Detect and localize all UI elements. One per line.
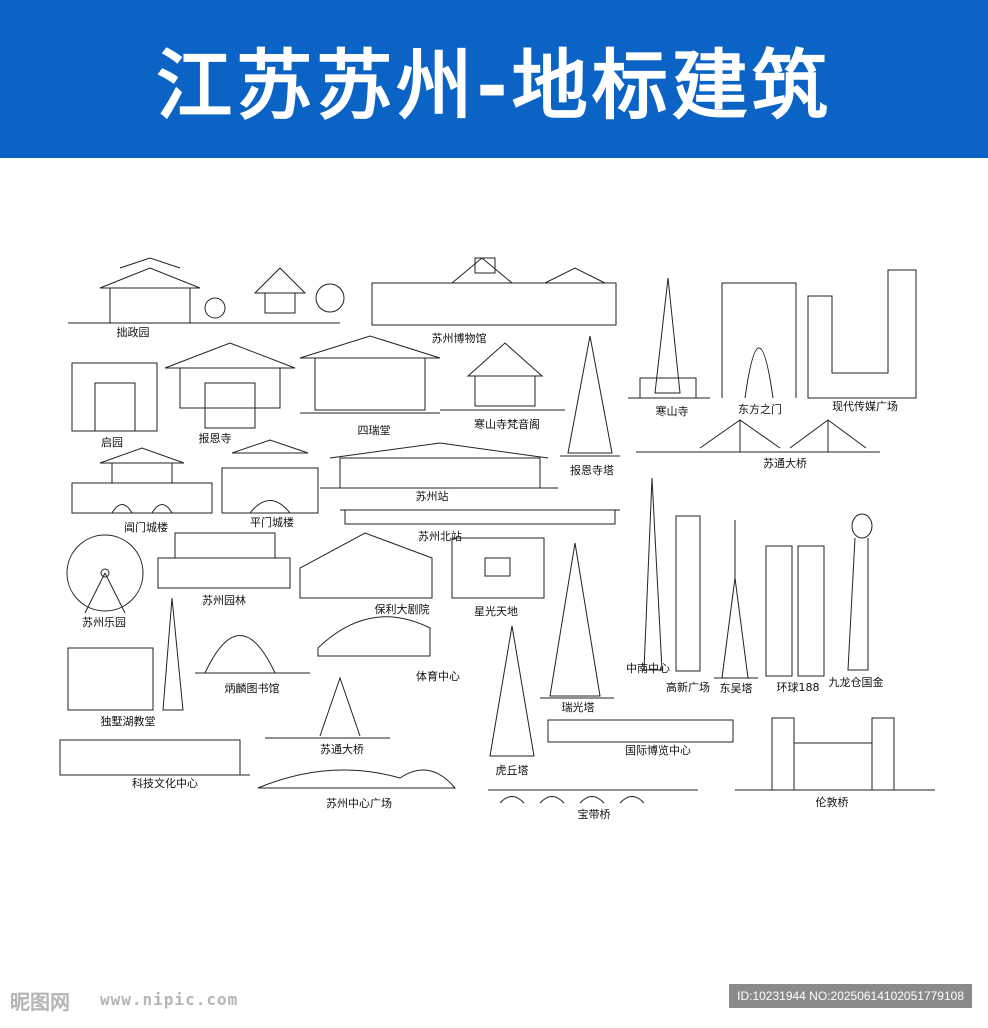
landmark-ifs-drawing xyxy=(847,513,873,671)
label-dongwu-tower: 东吴塔 xyxy=(719,682,753,695)
landmark-baodai-bridge-drawing xyxy=(488,789,698,804)
landmark-sports-center-drawing xyxy=(317,616,431,657)
landmark-suzhou-center-drawing xyxy=(257,769,457,789)
landmark-dushu-lake-church-drawing xyxy=(67,597,184,711)
label-suzhou-garden: 苏州园林 xyxy=(202,594,246,607)
landmark-ruiguang-pagoda-drawing xyxy=(540,542,614,699)
landmark-suzhou-amusement-park-drawing xyxy=(66,534,144,614)
label-dushu-lake-church: 独墅湖教堂 xyxy=(100,715,156,728)
label-zhongnan-center: 中南中心 xyxy=(626,662,670,675)
label-fanyin-pavilion: 寒山寺梵音阁 xyxy=(474,418,540,431)
landmark-suzhou-museum-drawing xyxy=(371,257,617,326)
nipic-site: www.nipic.com xyxy=(100,990,239,1009)
label-qiyuan: 启园 xyxy=(101,436,123,449)
label-science-culture-center: 科技文化中心 xyxy=(132,777,198,790)
label-suzhou-amusement-park: 苏州乐园 xyxy=(82,616,126,629)
landmark-global-188-drawing xyxy=(765,545,825,677)
label-suzhou-station: 苏州站 xyxy=(415,490,449,503)
landmark-expo-center-drawing xyxy=(547,719,734,743)
label-suzhou-north-station: 苏州北站 xyxy=(418,530,462,543)
label-ifs: 九龙仓国金 xyxy=(828,676,884,689)
label-baodai-bridge: 宝带桥 xyxy=(577,808,611,821)
label-sports-center: 体育中心 xyxy=(416,670,460,683)
label-suzhou-center: 苏州中心广场 xyxy=(326,797,392,810)
landmark-starlight-plaza-drawing xyxy=(451,537,545,599)
label-gate-of-orient: 东方之门 xyxy=(738,403,782,416)
label-high-tech-plaza: 高新广场 xyxy=(666,681,710,694)
landmark-binglin-library-drawing xyxy=(195,635,310,674)
label-sirui-hall: 四瑞堂 xyxy=(357,424,391,437)
label-huqiu-tower: 虎丘塔 xyxy=(495,764,529,777)
label-starlight-plaza: 星光天地 xyxy=(474,605,518,618)
label-ruiguang-pagoda: 瑞光塔 xyxy=(561,701,595,714)
landmark-gate-of-orient-drawing xyxy=(721,282,797,399)
label-baoen-temple: 报恩寺 xyxy=(198,432,232,445)
label-pingmen-gate: 平门城楼 xyxy=(250,516,294,529)
label-changmen-gate: 阊门城楼 xyxy=(124,521,168,534)
landmark-hanshan-temple-drawing xyxy=(628,277,710,399)
landmark-zhongnan-center-drawing xyxy=(643,477,663,671)
label-hanshan-temple: 寒山寺 xyxy=(655,405,689,418)
landmark-fanyin-pavilion-drawing xyxy=(440,342,565,411)
landmark-suzhou-north-station-drawing xyxy=(340,509,620,525)
landmark-sirui-hall-drawing xyxy=(299,335,441,414)
label-global-188: 环球188 xyxy=(776,681,820,694)
label-baoen-pagoda: 报恩寺塔 xyxy=(570,464,614,477)
label-london-bridge: 伦敦桥 xyxy=(815,796,849,809)
landmark-baoen-temple-gate-drawing xyxy=(164,342,296,429)
landmark-pingmen-gate-drawing xyxy=(221,439,319,514)
label-modern-media-plaza: 现代传媒广场 xyxy=(832,400,898,413)
label-sutong-bridge: 苏通大桥 xyxy=(763,457,807,470)
label-binglin-library: 炳麟图书馆 xyxy=(224,682,280,695)
landmark-huqiu-tower-drawing xyxy=(489,625,535,757)
landmark-suzhou-station-drawing xyxy=(320,442,558,489)
landmark-illustration: 拙政园 苏州博物馆 寒山寺 东方之门 现代传媒广场 启园 报恩寺 四瑞堂 寒山寺… xyxy=(0,158,988,1024)
landmark-modern-media-plaza-drawing xyxy=(807,269,917,399)
nipic-logo: 昵图网 xyxy=(10,990,70,1014)
landmark-qiyuan-drawing xyxy=(71,362,158,432)
label-zhuozhengyuan: 拙政园 xyxy=(116,326,150,339)
image-id-badge: ID:10231944 NO:20250614102051779108 xyxy=(729,984,972,1008)
label-suzhou-museum: 苏州博物馆 xyxy=(431,332,487,345)
page-title: 江苏苏州-地标建筑 xyxy=(156,41,832,130)
label-poly-theatre: 保利大剧院 xyxy=(374,603,430,616)
landmark-poly-theatre-drawing xyxy=(299,532,433,599)
landmark-baoen-pagoda-drawing xyxy=(560,335,620,457)
landmark-london-bridge-drawing xyxy=(735,717,935,791)
landmark-sutong-bridge-2-drawing xyxy=(265,676,390,739)
landmark-suzhou-garden-drawing xyxy=(157,532,291,589)
landmark-sutong-bridge-drawing xyxy=(636,419,880,453)
label-expo-center: 国际博览中心 xyxy=(625,744,691,757)
title-banner: 江苏苏州-地标建筑 xyxy=(0,0,988,158)
landmark-zhuozhengyuan-drawing xyxy=(68,257,345,324)
label-sutong-bridge-2: 苏通大桥 xyxy=(320,743,364,756)
landmark-high-tech-plaza-drawing xyxy=(675,515,701,672)
landmark-changmen-gate-drawing xyxy=(71,447,213,514)
watermark-footer: 昵图网 www.nipic.com ID:10231944 NO:2025061… xyxy=(0,980,988,1024)
landmark-science-culture-center-drawing xyxy=(59,739,250,776)
landmark-dongwu-tower-drawing xyxy=(714,520,758,679)
